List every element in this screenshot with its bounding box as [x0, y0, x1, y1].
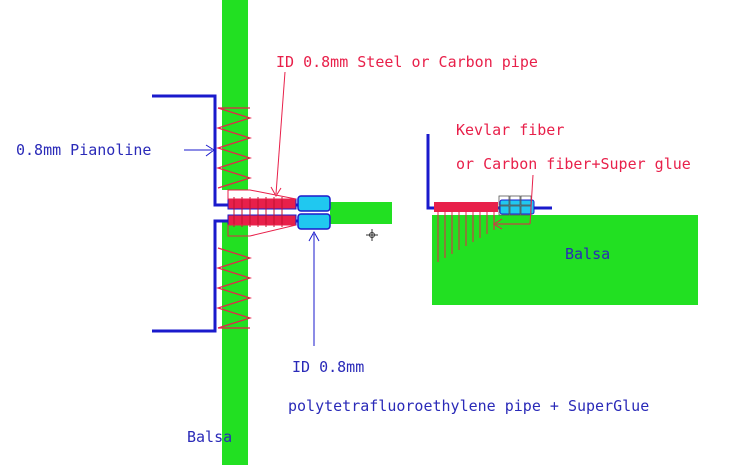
leader-steel-pipe	[275, 71, 286, 195]
fiber-wedge-upper	[227, 189, 297, 200]
label-steel-pipe: ID 0.8mm Steel or Carbon pipe	[276, 53, 538, 71]
label-kevlar-line2: or Carbon fiber+Super glue	[456, 155, 691, 173]
fiber-hatch-right	[437, 212, 495, 262]
leader-kevlar	[529, 174, 534, 225]
label-ptfe-line1: ID 0.8mm	[292, 358, 364, 376]
label-balsa-left: Balsa	[187, 428, 232, 446]
leader-pianoline-arrowhead	[205, 144, 215, 157]
steel-pipe-lower	[227, 214, 297, 226]
ptfe-pipe-lower	[297, 213, 331, 230]
ptfe-pipe-upper	[297, 195, 331, 212]
label-ptfe-line2: polytetrafluoroethylene pipe + SuperGlue	[288, 397, 649, 415]
label-balsa-right: Balsa	[565, 245, 610, 263]
fiber-wrap-right	[434, 202, 498, 212]
crosshair-marker	[366, 229, 378, 241]
leader-steel-pipe-arrowhead	[270, 186, 282, 197]
leader-ptfe-arrowhead	[308, 230, 320, 242]
kevlar-wrap-upper	[215, 107, 253, 189]
balsa-strip-upper	[222, 0, 248, 190]
kevlar-wrap-lower	[215, 247, 253, 329]
leader-kevlar-arrowhead	[493, 218, 503, 230]
ptfe-pipe-right	[499, 199, 535, 215]
pipe-wrap-hatch	[233, 197, 283, 227]
label-pianoline: 0.8mm Pianoline	[16, 141, 151, 159]
balsa-block	[432, 215, 698, 305]
label-kevlar-line1: Kevlar fiber	[456, 121, 564, 139]
steel-pipe-upper	[227, 198, 297, 210]
fiber-wedge-lower	[227, 224, 297, 237]
balsa-arm	[330, 202, 392, 224]
